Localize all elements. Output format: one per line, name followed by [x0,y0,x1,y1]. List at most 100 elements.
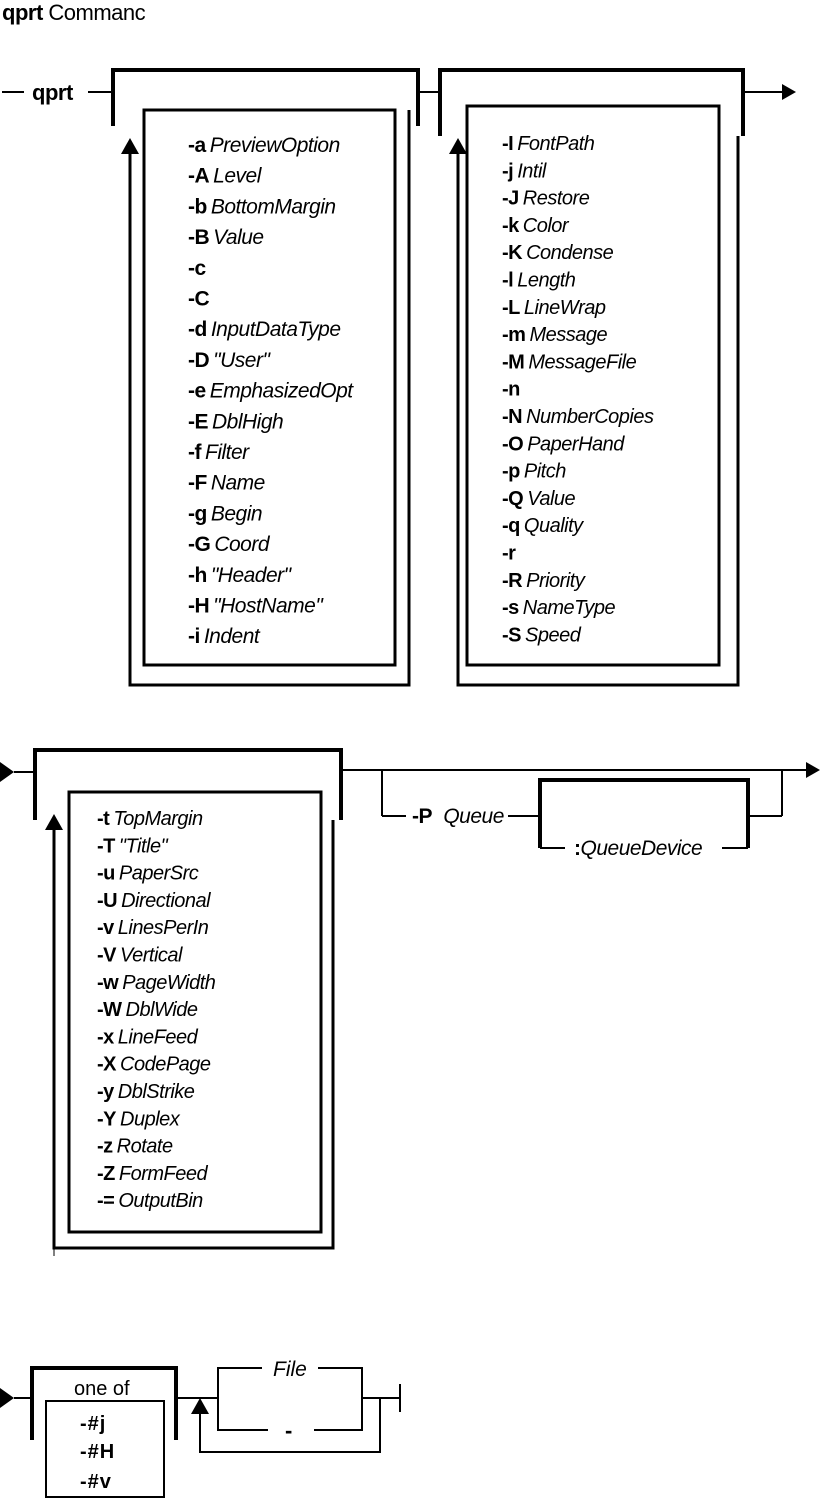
option-flag: -v [97,917,115,939]
option-arg: Duplex [120,1108,181,1130]
option-arg: Level [213,165,263,188]
queue-arg: Queue [443,805,504,828]
arrow-right-icon [782,84,796,100]
option-flag: -H [188,595,209,618]
option-flag: -q [502,515,520,537]
group1-inner-box [142,108,397,667]
option-arg: Message [529,324,607,346]
option-group1-5: -C [188,288,209,311]
option-flag: -O [502,433,523,455]
title-command: qprt [2,0,43,25]
option-arg: TopMargin [113,808,203,830]
option-arg: LinesPerIn [118,917,209,939]
option-arg: OutputBin [118,1190,203,1212]
option-group1-14: -h"Header" [188,564,293,587]
option-flag: -D [188,349,209,372]
option-arg: BottomMargin [211,195,336,218]
option-arg: Color [523,215,570,237]
option-arg: Value [527,488,575,510]
option-arg: PaperHand [527,433,625,455]
option-flag: -u [97,863,115,885]
option-flag: -l [502,270,513,292]
option-arg: Pitch [524,461,566,483]
option-flag: -B [188,226,209,249]
option-arg: NameType [523,597,616,619]
option-flag: -Z [97,1163,115,1185]
file-label: File [273,1358,307,1381]
option-flag: -A [188,165,209,188]
option-arg: PaperSrc [119,863,199,885]
option-group1-4: -c [188,257,206,280]
option-arg: CodePage [120,1054,211,1076]
option-flag: -C [188,288,209,311]
option-arg: LineWrap [524,297,606,319]
start-label: qprt [32,80,74,105]
group3-inner-box [67,790,323,1234]
option-arg: Restore [523,188,590,210]
queue-option: -P Queue [412,805,504,828]
queuedevice-prefix: : [574,837,581,860]
option-flag: -c [188,257,206,280]
option-arg: MessageFile [528,351,636,373]
option-arg: EmphasizedOpt [210,380,355,403]
option-arg: Length [517,270,576,292]
option-flag: -U [97,890,117,912]
option-group2-9: -n [502,379,520,401]
option-flag: -p [502,461,520,483]
option-flag: -h [188,564,207,587]
oneof-option: -#v [80,1471,112,1493]
group2-repeat-loop [456,136,740,687]
option-arg: Rotate [117,1136,173,1158]
file-bottom-path-right [314,1398,363,1431]
option-flag: -m [502,324,525,346]
option-arg: Condense [526,242,614,264]
option-flag: -z [97,1136,113,1158]
option-arg: DblHigh [212,410,283,433]
arrow-up-icon [191,1398,209,1414]
group1-bracket [111,68,420,126]
option-flag: -f [188,441,202,464]
option-group3-14: -=OutputBin [97,1190,203,1212]
queue-bracket [381,769,783,816]
group3-repeat-loop [52,820,335,1250]
option-arg: PreviewOption [210,134,340,157]
option-flag: -g [188,502,207,525]
queuedevice-arg: QueueDevice [581,837,703,860]
option-flag: -Q [502,488,523,510]
option-arg: InputDataType [211,318,341,341]
page-title: qprt Commanc [2,0,146,26]
option-arg: NumberCopies [526,406,654,428]
group2-inner-box [465,104,721,667]
option-flag: -S [502,624,521,646]
option-arg: Vertical [120,945,183,967]
file-bottom-path [217,1398,268,1431]
option-flag: -i [188,625,200,648]
file-repeat-loop [199,1398,381,1453]
